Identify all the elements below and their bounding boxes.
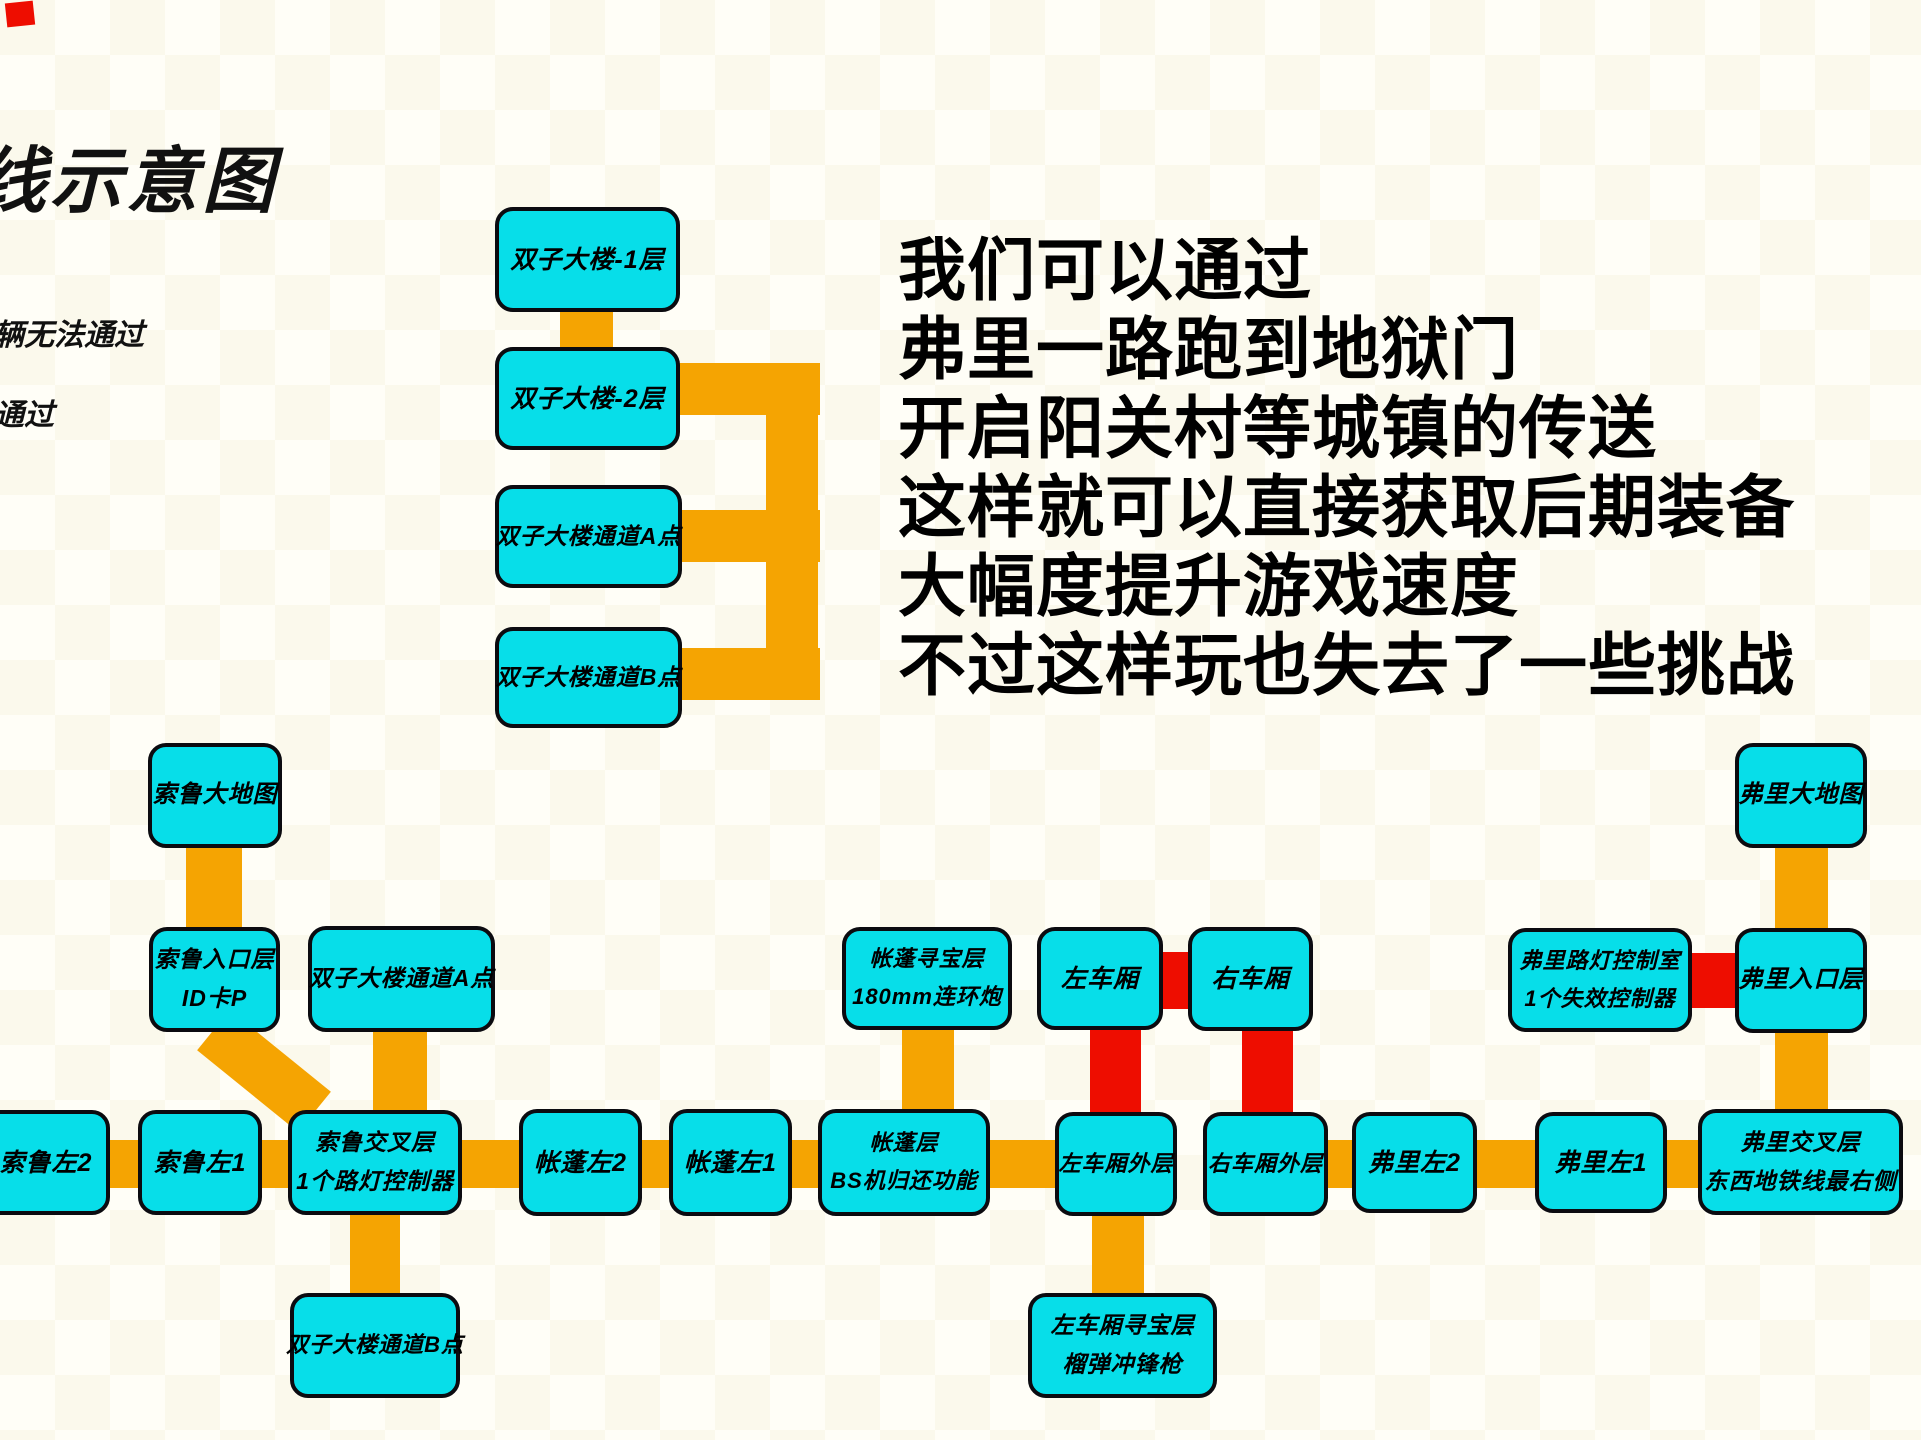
node-label: 东西地铁线最右侧 xyxy=(1704,1167,1897,1194)
node-tent-treasure: 帐蓬寻宝层 180mm连环炮 xyxy=(842,927,1012,1030)
node-label: 弗里左2 xyxy=(1368,1148,1461,1177)
node-label: 双子大楼-2层 xyxy=(510,384,665,413)
node-label: 弗里入口层 xyxy=(1738,966,1864,994)
connector-fri-entrance-cross-v xyxy=(1775,1029,1828,1113)
node-label: 弗里路灯控制室 xyxy=(1519,947,1681,973)
node-fri-left-1: 弗里左1 xyxy=(1535,1112,1667,1213)
node-car-left: 左车厢 xyxy=(1037,927,1163,1030)
connector-car-right-outer-v xyxy=(1242,1027,1293,1116)
node-label: 双子大楼通道B点 xyxy=(495,663,682,690)
connector-car-left-outer-v xyxy=(1090,1026,1141,1116)
node-fri-entrance: 弗里入口层 xyxy=(1735,928,1867,1033)
node-label: 双子大楼通道B点 xyxy=(286,1332,464,1358)
note-text: 我们可以通过 弗里一路跑到地狱门 开启阳关村等城镇的传送 这样就可以直接获取后期… xyxy=(898,232,1795,706)
node-label: 索鲁大地图 xyxy=(152,781,278,809)
connector-row-cross-tent-l2 xyxy=(458,1140,523,1188)
node-label: 右车厢外层 xyxy=(1207,1150,1323,1176)
node-label: 索鲁入口层 xyxy=(154,946,275,973)
node-twin-passage-b-lower: 双子大楼通道B点 xyxy=(286,1293,463,1398)
node-label: 左车厢 xyxy=(1060,964,1139,993)
node-label: 双子大楼通道A点 xyxy=(308,965,495,992)
note-line: 开启阳关村等城镇的传送 xyxy=(898,391,1658,467)
node-label: 双子大楼-1层 xyxy=(510,245,665,274)
connector-twin-right-v xyxy=(766,363,818,700)
connector-row-tent-l1-floor xyxy=(788,1140,822,1188)
node-label: ID卡P xyxy=(181,985,248,1011)
node-fri-light-control: 弗里路灯控制室 1个失效控制器 xyxy=(1508,928,1692,1032)
node-label: 索鲁左2 xyxy=(0,1148,93,1177)
node-label: 帐蓬左2 xyxy=(534,1148,627,1177)
connector-solu-map-entrance-v xyxy=(186,844,242,932)
node-tent-left-1: 帐蓬左1 xyxy=(669,1109,792,1216)
connector-corner-red-mark xyxy=(4,0,36,28)
node-label: BS机归还功能 xyxy=(830,1168,978,1193)
connector-row-fril2-fril1 xyxy=(1473,1140,1539,1188)
connector-row-carright-fril2 xyxy=(1324,1140,1356,1188)
connector-row-solu-l2-l1 xyxy=(106,1140,142,1188)
node-car-left-treasure: 左车厢寻宝层榴弹冲锋枪 xyxy=(1028,1293,1217,1398)
node-twin-tower-b1: 双子大楼-1层 xyxy=(495,207,680,312)
note-line: 这样就可以直接获取后期装备 xyxy=(898,470,1796,546)
node-solu-world-map: 索鲁大地图 xyxy=(148,743,282,848)
connector-fri-map-entrance-v xyxy=(1775,844,1828,932)
connector-car-left-right-h xyxy=(1159,952,1192,1009)
node-label: 索鲁交叉层 xyxy=(315,1129,435,1156)
node-label: 弗里交叉层 xyxy=(1740,1128,1861,1155)
connector-carleftouter-treasure-v xyxy=(1092,1212,1144,1297)
connector-fri-light-entrance-h xyxy=(1688,953,1739,1008)
node-twin-tower-b2: 双子大楼-2层 xyxy=(495,347,680,450)
node-solu-cross: 索鲁交叉层 1个路灯控制器 xyxy=(288,1110,462,1215)
node-label: 弗里左1 xyxy=(1554,1148,1648,1177)
node-label: 左车厢外层 xyxy=(1058,1150,1174,1176)
connector-row-solu-l1-cross xyxy=(258,1140,292,1188)
connector-twin-b1-b2-v xyxy=(560,310,613,352)
node-twin-passage-a-lower: 双子大楼通道A点 xyxy=(308,926,495,1032)
node-fri-left-2: 弗里左2 xyxy=(1352,1112,1477,1213)
node-twin-passage-b-upper: 双子大楼通道B点 xyxy=(495,627,682,728)
note-line: 我们可以通过 xyxy=(898,233,1313,309)
legend-line-passable: 通过 xyxy=(0,399,54,432)
note-line: 大幅度提升游戏速度 xyxy=(898,549,1520,625)
connector-row-fril1-fricross xyxy=(1663,1140,1702,1188)
node-label: 帐蓬层 xyxy=(869,1130,939,1156)
node-car-right-outer: 右车厢外层 xyxy=(1203,1112,1328,1216)
node-solu-left-2: 索鲁左2 xyxy=(0,1110,110,1215)
legend-line-blocked: 辆无法通过 xyxy=(0,319,144,352)
node-label: 榴弹冲锋枪 xyxy=(1062,1351,1183,1377)
connector-tent-treasure-floor-v xyxy=(902,1026,954,1113)
node-fri-world-map: 弗里大地图 xyxy=(1735,743,1867,848)
node-label: 1个失效控制器 xyxy=(1524,985,1676,1011)
note-line: 弗里一路跑到地狱门 xyxy=(898,312,1520,388)
node-car-right: 右车厢 xyxy=(1188,927,1313,1031)
node-tent-floor: 帐蓬层 BS机归还功能 xyxy=(818,1109,990,1216)
node-label: 左车厢寻宝层 xyxy=(1050,1312,1195,1339)
connector-cross-twin-b-v xyxy=(350,1210,400,1298)
node-label: 帐蓬寻宝层 xyxy=(869,946,985,972)
node-label: 弗里大地图 xyxy=(1738,781,1864,809)
node-label: 索鲁左1 xyxy=(153,1148,247,1177)
connector-row-tent-l2-l1 xyxy=(638,1140,673,1188)
page-title: 线示意图 xyxy=(0,142,279,222)
node-label: 右车厢 xyxy=(1211,965,1290,993)
connector-twin-a-cross-v xyxy=(373,1028,427,1114)
node-label: 1个路灯控制器 xyxy=(296,1168,454,1194)
connector-row-tentfloor-carleft xyxy=(986,1140,1059,1188)
node-label: 180mm连环炮 xyxy=(852,984,1002,1009)
node-label: 帐蓬左1 xyxy=(684,1148,777,1177)
node-tent-left-2: 帐蓬左2 xyxy=(519,1109,642,1216)
note-line: 不过这样玩也失去了一些挑战 xyxy=(898,628,1796,704)
node-twin-passage-a-upper: 双子大楼通道A点 xyxy=(495,485,682,588)
node-solu-left-1: 索鲁左1 xyxy=(138,1110,262,1215)
node-solu-entrance: 索鲁入口层 ID卡P xyxy=(149,927,280,1032)
node-label: 双子大楼通道A点 xyxy=(495,522,682,549)
node-fri-cross: 弗里交叉层东西地铁线最右侧 xyxy=(1698,1109,1903,1215)
node-car-left-outer: 左车厢外层 xyxy=(1055,1112,1177,1216)
